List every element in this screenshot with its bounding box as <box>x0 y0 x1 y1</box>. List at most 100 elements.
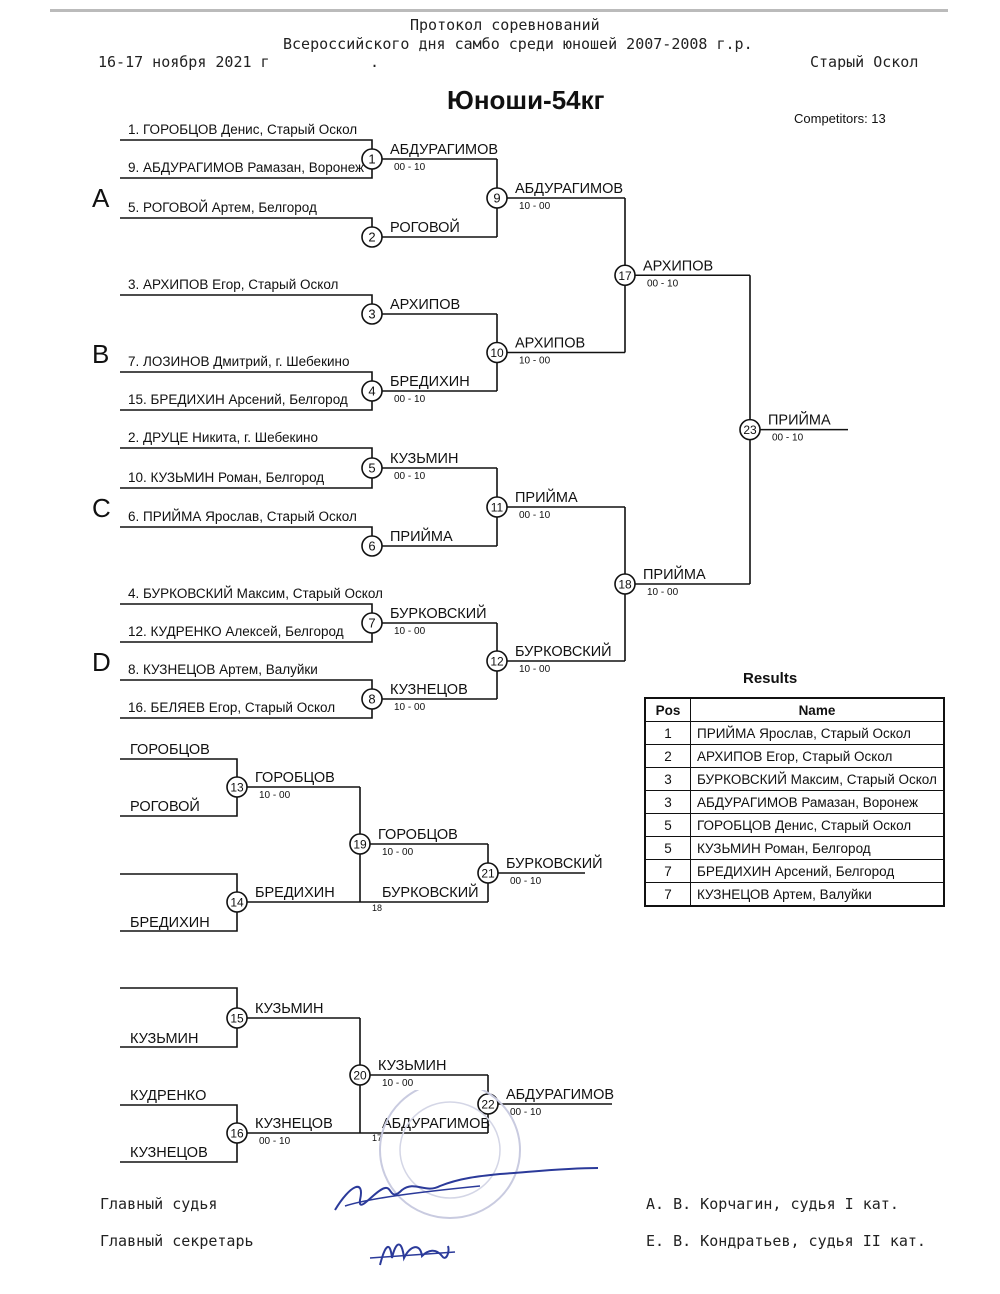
match-number-badge <box>486 650 508 672</box>
match-number: 4 <box>368 384 375 399</box>
match-number-badge <box>486 496 508 518</box>
source-match-number: 17 <box>372 1133 382 1143</box>
bracket-connector <box>120 294 373 314</box>
match-score: 00 - 10 <box>519 510 551 521</box>
result-name: ГОРОБЦОВ Денис, Старый Оскол <box>689 813 945 837</box>
match-number: 10 <box>490 346 504 360</box>
match-score: 10 - 00 <box>394 702 426 713</box>
match-winner: ПРИЙМА <box>390 527 453 545</box>
stamp-inner-ring <box>399 1101 501 1199</box>
entry-name: 5. РОГОВОЙ Артем, Белгород <box>128 200 317 215</box>
match-number: 18 <box>618 578 632 592</box>
match-number-badge <box>361 226 383 248</box>
match-number: 8 <box>368 692 375 707</box>
header-dot: . <box>370 53 380 71</box>
result-pos: 7 <box>644 882 691 907</box>
match-number-badge <box>614 573 636 595</box>
match-winner: КУЗНЕЦОВ <box>255 1116 333 1132</box>
match-number: 16 <box>230 1127 244 1141</box>
result-name: ПРИЙМА Ярослав, Старый Оскол <box>689 721 945 745</box>
match-winner: ПРИЙМА <box>515 488 578 506</box>
bracket-connector <box>120 526 373 546</box>
match-score: 10 - 00 <box>382 847 414 858</box>
weight-category-title: Юноши-54кг <box>447 85 605 115</box>
result-name: КУЗНЕЦОВ Артем, Валуйки <box>689 882 945 907</box>
match-winner: БУРКОВСКИЙ <box>515 642 612 660</box>
match-number: 17 <box>618 269 632 283</box>
match-number-badge <box>361 457 383 479</box>
entry-name: 7. ЛОЗИНОВ Дмитрий, г. Шебекино <box>128 354 349 369</box>
match-number: 20 <box>353 1069 367 1083</box>
entry-name: 8. КУЗНЕЦОВ Артем, Валуйки <box>128 662 318 677</box>
entry-name: 12. КУДРЕНКО Алексей, Белгород <box>128 624 344 639</box>
match-number-badge <box>361 535 383 557</box>
source-match-number: 18 <box>372 903 382 913</box>
match-number-badge <box>486 341 508 364</box>
match-number-badge <box>614 264 636 287</box>
match-number: 14 <box>230 896 244 910</box>
stamp-outer-ring <box>379 1090 521 1219</box>
match-winner: АБДУРАГИМОВ <box>506 1087 614 1103</box>
match-winner: ПРИЙМА <box>768 411 831 429</box>
entry-name: 16. БЕЛЯЕВ Егор, Старый Оскол <box>128 700 335 715</box>
chief-judge-label: Главный судья <box>100 1195 218 1213</box>
match-winner: КУЗЬМИН <box>378 1058 446 1074</box>
result-name: АБДУРАГИМОВ Рамазан, Воронеж <box>689 790 945 814</box>
match-number: 15 <box>230 1012 244 1026</box>
match-number: 23 <box>743 423 757 437</box>
match-number-badge <box>361 380 383 402</box>
match-score: 10 - 00 <box>394 626 426 637</box>
result-pos: 5 <box>644 813 691 837</box>
bracket-connector <box>120 217 373 238</box>
match-score: 10 - 00 <box>519 356 551 367</box>
pool-label-b: B <box>92 339 110 369</box>
results-col-name: Name <box>689 697 945 722</box>
chief-secretary-signature <box>379 1243 450 1266</box>
match-winner: ПРИЙМА <box>643 565 706 583</box>
match-number-badge <box>739 418 761 441</box>
match-winner: АБДУРАГИМОВ <box>515 181 623 197</box>
match-number-badge <box>486 187 508 209</box>
result-pos: 2 <box>644 744 691 768</box>
signature-underline <box>344 1185 481 1207</box>
match-number: 19 <box>353 838 367 852</box>
match-number: 12 <box>490 655 504 669</box>
entry-name: 3. АРХИПОВ Егор, Старый Оскол <box>128 277 338 292</box>
result-pos: 7 <box>644 859 691 883</box>
match-number-badge <box>226 776 248 798</box>
match-winner: РОГОВОЙ <box>390 218 460 236</box>
match-number-badge <box>349 1064 371 1086</box>
chief-judge-name: А. В. Корчагин, судья I кат. <box>646 1195 899 1213</box>
repechage-entry: КУЗНЕЦОВ <box>130 1145 208 1161</box>
pool-label-d: D <box>92 647 111 677</box>
match-score: 10 - 00 <box>519 201 551 212</box>
match-number: 2 <box>368 230 375 245</box>
match-number-badge <box>349 833 371 855</box>
match-number: 5 <box>368 461 375 476</box>
match-winner: ГОРОБЦОВ <box>378 827 458 843</box>
match-score: 10 - 00 <box>382 1078 414 1089</box>
match-number-badge <box>361 148 383 170</box>
match-score: 00 - 10 <box>394 471 426 482</box>
chief-secretary-name: Е. В. Кондратьев, судья II кат. <box>646 1232 926 1250</box>
result-name: БРЕДИХИН Арсений, Белгород <box>689 859 945 883</box>
signatures-and-stamp <box>334 1090 599 1266</box>
results-title: Results <box>743 670 798 687</box>
entry-name: 9. АБДУРАГИМОВ Рамазан, Воронеж <box>128 160 364 175</box>
bracket-lines <box>120 139 848 1163</box>
match-number: 1 <box>368 152 375 167</box>
result-pos: 1 <box>644 721 691 745</box>
match-number-badge <box>477 862 499 884</box>
chief-judge-signature <box>334 1167 599 1211</box>
match-number: 13 <box>230 781 244 795</box>
match-number-badge <box>361 612 383 634</box>
match-winner: КУЗНЕЦОВ <box>390 682 468 698</box>
match-winner: АБДУРАГИМОВ <box>390 142 498 158</box>
